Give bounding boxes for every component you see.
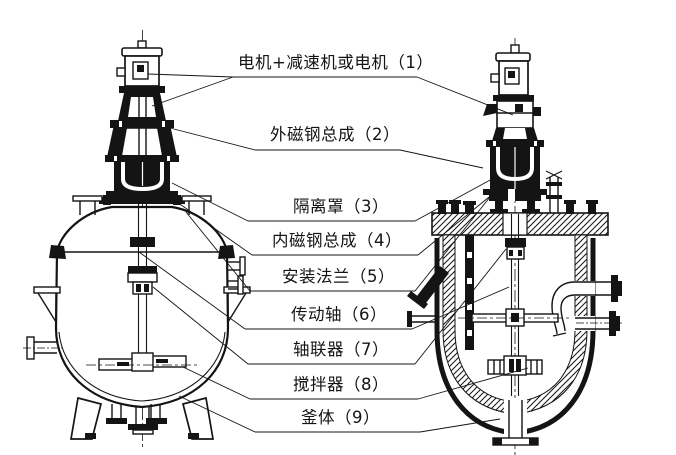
- leader-line-4: [159, 189, 253, 256]
- leader-line-6: [138, 251, 246, 330]
- left-side-nozzle: [23, 256, 246, 360]
- leader-line-1: [147, 73, 234, 78]
- side-nozzle-lower: [573, 311, 622, 336]
- part-label-1: 电机+减速机或电机（1）: [238, 53, 434, 72]
- leader-line-4r: [417, 183, 506, 256]
- bottom-outlet: [492, 398, 539, 446]
- left-mounting-flange: [99, 191, 185, 204]
- right-mounting-flange: [483, 189, 547, 214]
- left-jacket-nozzle: [407, 311, 437, 327]
- leader-line-6r: [411, 286, 510, 330]
- leader-line-5: [185, 211, 251, 292]
- leader-line-2: [169, 127, 256, 151]
- part-label-4: 内磁钢总成（4）: [272, 231, 402, 250]
- part-label-2: 外磁钢总成（2）: [270, 125, 400, 144]
- right-vessel-drawing: [407, 38, 622, 455]
- leader-line-7r: [414, 248, 507, 365]
- part-label-9: 釜体（9）: [301, 408, 380, 427]
- right-coupling: [505, 238, 526, 260]
- internal-baffle: [463, 201, 476, 350]
- left-top-nozzles: [72, 195, 212, 215]
- left-vessel-drawing: [23, 30, 251, 450]
- leader-line-1r: [416, 76, 514, 116]
- angled-nozzle: [407, 266, 449, 309]
- leader-line-3r: [414, 178, 493, 222]
- leader-line-2r: [399, 149, 484, 169]
- right-motor: [490, 44, 534, 101]
- side-nozzle-upper: [573, 275, 622, 302]
- leader-line-5r: [414, 196, 491, 292]
- leader-lines: [138, 73, 529, 433]
- leader-line-3: [171, 182, 249, 222]
- part-label-5: 安装法兰（5）: [282, 267, 395, 286]
- lid-port-valve: [545, 170, 563, 213]
- right-magnet-housing: [490, 147, 540, 193]
- right-bell: [486, 128, 544, 147]
- right-vessel-lid: [431, 200, 609, 236]
- left-outer-magnet: [105, 127, 179, 162]
- lid-bolts: [436, 200, 598, 214]
- left-agitator: [86, 352, 199, 372]
- left-support-lugs: [33, 286, 251, 324]
- leader-line-8: [182, 366, 251, 400]
- left-legs: [69, 396, 215, 440]
- left-coupling: [127, 266, 158, 295]
- left-isolation-sleeve: [114, 162, 170, 192]
- leader-line-9: [178, 395, 256, 433]
- left-bottom-nozzles: [106, 404, 167, 435]
- left-reducer: [110, 93, 174, 128]
- left-motor: [116, 40, 165, 93]
- part-label-8: 搅拌器（8）: [293, 375, 389, 394]
- part-label-6: 传动轴（6）: [291, 305, 387, 324]
- right-agitator-upper: [458, 308, 572, 327]
- leader-line-9r: [419, 418, 501, 433]
- part-label-3: 隔离罩（3）: [293, 197, 389, 216]
- part-label-7: 轴联器（7）: [293, 340, 389, 359]
- leader-line-1b: [151, 76, 234, 107]
- leader-line-7: [152, 286, 249, 365]
- leader-line-8r: [417, 367, 529, 400]
- internal-dip-tube: [551, 281, 576, 337]
- right-vessel-wall: [442, 234, 588, 415]
- right-agitator-lower: [487, 355, 543, 376]
